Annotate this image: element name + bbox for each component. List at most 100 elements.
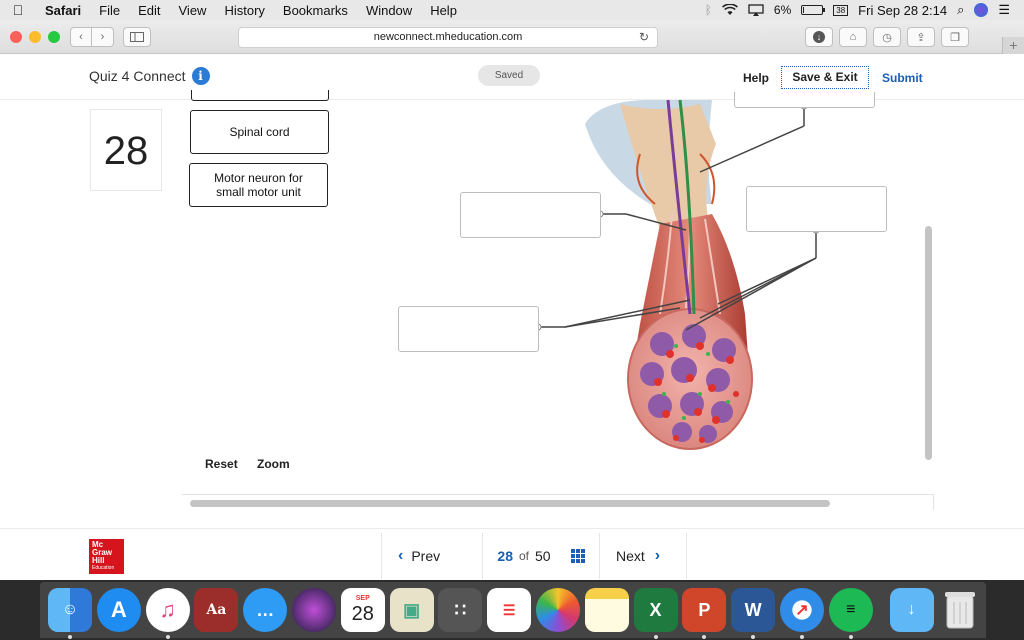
messages-icon[interactable]: … — [243, 588, 288, 632]
menu-history[interactable]: History — [224, 2, 265, 18]
keyboard-input-icon[interactable]: 38 — [833, 4, 849, 16]
downloads-button[interactable]: ↓ — [805, 27, 833, 47]
new-tab-button[interactable]: + — [1002, 37, 1024, 54]
itunes-icon[interactable]: ♫ — [145, 588, 190, 639]
menu-help[interactable]: Help — [430, 2, 457, 18]
menu-bookmarks[interactable]: Bookmarks — [282, 2, 348, 18]
apple-menu-icon[interactable]:  — [0, 2, 36, 18]
preview-icon[interactable]: ▣ — [389, 588, 434, 632]
calendar-month: SEP — [355, 595, 370, 602]
zoom-window-button[interactable] — [48, 30, 60, 43]
spotlight-search-icon[interactable]: ⌕ — [957, 2, 965, 17]
reset-button[interactable]: Reset — [205, 457, 238, 471]
menu-window[interactable]: Window — [365, 2, 413, 18]
app-store-icon[interactable]: A — [96, 588, 141, 632]
drag-choice-spinal-cord[interactable]: Spinal cord — [190, 110, 329, 154]
muscle-illustration — [585, 99, 753, 450]
running-indicator — [799, 635, 804, 639]
question-navigation: ‹ Prev 28 of 50 Next › — [381, 533, 687, 579]
menu-app-safari[interactable]: Safari — [45, 2, 82, 18]
word-icon[interactable]: W — [731, 588, 776, 639]
drag-choice-partial[interactable] — [191, 90, 329, 101]
downloads-folder-icon[interactable]: ↓ — [889, 588, 934, 632]
menu-view[interactable]: View — [178, 2, 207, 18]
drop-target-top-right[interactable] — [734, 92, 875, 108]
home-icon: ⌂ — [849, 31, 857, 43]
sidebar-toggle-button[interactable] — [123, 26, 151, 47]
app-header: Quiz 4 Connect i Saved Help Save & Exit … — [0, 54, 1024, 100]
running-indicator — [68, 635, 72, 639]
question-grid-icon[interactable] — [570, 549, 585, 563]
siri-app-icon[interactable] — [291, 588, 336, 632]
quiz-footer: Mc Graw Hill Education ‹ Prev 28 of 50 N… — [0, 528, 1024, 580]
page-content: Quiz 4 Connect i Saved Help Save & Exit … — [0, 54, 1024, 580]
calendar-icon[interactable]: SEP 28 — [340, 588, 385, 632]
running-indicator — [653, 635, 658, 639]
bluetooth-icon[interactable]: ᛒ — [704, 3, 712, 17]
dictionary-icon[interactable]: Aa — [194, 588, 239, 632]
address-bar[interactable]: newconnect.mheducation.com ↻ — [238, 27, 658, 48]
help-link[interactable]: Help — [743, 71, 770, 85]
question-counter[interactable]: 28 of 50 — [482, 533, 600, 579]
horizontal-scrollbar[interactable] — [190, 500, 830, 507]
prev-label: Prev — [411, 548, 441, 564]
menu-bar:  Safari File Edit View History Bookmark… — [0, 0, 1024, 20]
running-indicator — [702, 635, 707, 639]
share-icon: ⇪ — [916, 31, 926, 44]
drop-target-upper-left[interactable] — [460, 192, 601, 238]
prev-button[interactable]: ‹ Prev — [382, 547, 482, 565]
trash-icon[interactable] — [938, 588, 982, 632]
close-window-button[interactable] — [10, 30, 22, 43]
next-label: Next — [616, 548, 645, 564]
dock: ☺ A ♫ Aa … SEP 28 ▣ ∷ ☰ X P W ↗ ≡ ↓ — [40, 582, 986, 639]
menu-file[interactable]: File — [99, 2, 121, 18]
mcgraw-hill-logo: Mc Graw Hill Education — [89, 539, 124, 574]
total-questions: 50 — [535, 548, 551, 564]
clock-icon: ◷ — [882, 31, 892, 44]
siri-icon[interactable] — [974, 3, 989, 17]
chevron-right-icon: › — [654, 547, 661, 564]
spotify-icon[interactable]: ≡ — [828, 588, 873, 639]
vertical-scrollbar[interactable] — [925, 226, 932, 460]
calendar-day: 28 — [351, 603, 374, 625]
zoom-button[interactable]: Zoom — [257, 457, 290, 471]
menu-edit[interactable]: Edit — [138, 2, 161, 18]
airplay-icon[interactable] — [748, 4, 764, 16]
assignment-title-text: Quiz 4 Connect — [89, 68, 186, 84]
powerpoint-icon[interactable]: P — [682, 588, 727, 639]
wifi-icon[interactable] — [721, 4, 738, 16]
calculator-icon[interactable]: ∷ — [438, 588, 483, 632]
finder-icon[interactable]: ☺ — [48, 588, 92, 639]
drag-choice-motor-neuron[interactable]: Motor neuron for small motor unit — [189, 163, 328, 207]
notification-center-icon[interactable]: ☰ — [998, 2, 1010, 17]
status-area: ᛒ 6% 38 Fri Sep 28 2:14 ⌕ ☰ — [705, 2, 1024, 18]
battery-percent: 6% — [773, 3, 792, 17]
home-button[interactable]: ⌂ — [839, 27, 867, 47]
notes-icon[interactable] — [584, 588, 629, 632]
forward-button[interactable]: › — [92, 26, 114, 47]
save-exit-button[interactable]: Save & Exit — [781, 66, 869, 89]
back-button[interactable]: ‹ — [70, 26, 92, 47]
tabs-overview-button[interactable]: ❐ — [941, 27, 969, 47]
running-indicator — [751, 635, 756, 639]
drop-target-right[interactable] — [746, 186, 887, 232]
submit-button[interactable]: Submit — [882, 71, 923, 85]
next-button[interactable]: Next › — [600, 547, 686, 565]
safari-icon[interactable]: ↗ — [779, 588, 824, 639]
counter-of: of — [518, 549, 529, 563]
toolbar-actions: ↓ ⌂ ◷ ⇪ ❐ — [805, 27, 969, 47]
clock[interactable]: Fri Sep 28 2:14 — [858, 2, 948, 18]
current-question: 28 — [497, 548, 513, 564]
reload-icon[interactable]: ↻ — [638, 30, 649, 44]
share-button[interactable]: ⇪ — [907, 27, 935, 47]
minimize-window-button[interactable] — [29, 30, 41, 43]
excel-icon[interactable]: X — [633, 588, 678, 639]
question-number: 28 — [90, 109, 162, 191]
window-controls — [0, 30, 70, 43]
reminders-icon[interactable]: ☰ — [487, 588, 532, 632]
drop-target-lower-left[interactable] — [398, 306, 539, 352]
history-button[interactable]: ◷ — [873, 27, 901, 47]
photos-icon[interactable] — [535, 588, 580, 632]
info-icon[interactable]: i — [191, 67, 210, 85]
battery-icon[interactable] — [801, 5, 826, 15]
